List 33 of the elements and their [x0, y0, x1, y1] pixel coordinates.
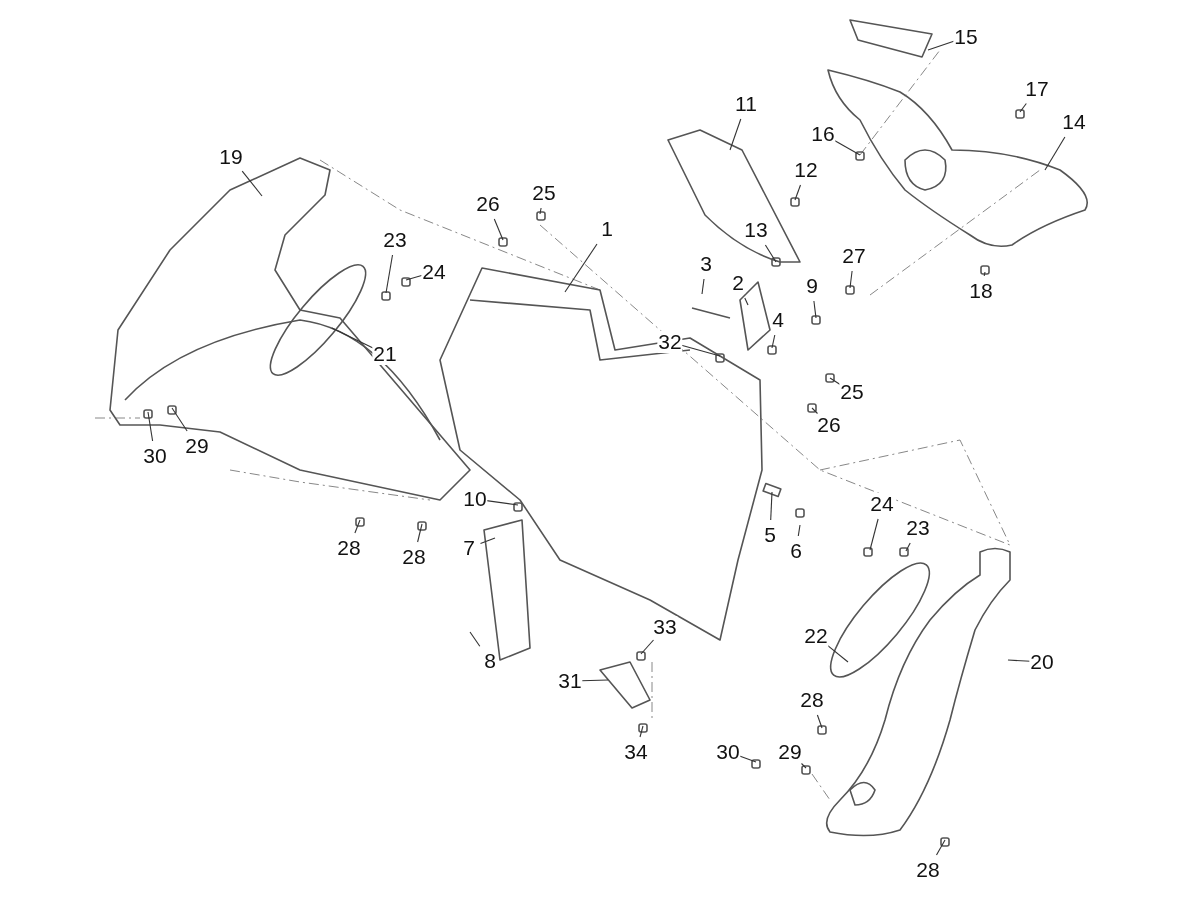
- callout-number: 32: [657, 331, 683, 353]
- leader-line: [469, 631, 481, 647]
- leader-line: [905, 542, 911, 552]
- leader-line: [811, 407, 819, 415]
- leader-line: [171, 407, 188, 432]
- leader-line: [640, 639, 655, 655]
- leader-line: [354, 519, 361, 534]
- leader-line: [935, 839, 946, 856]
- leader-line: [794, 184, 802, 201]
- leader-line: [816, 714, 823, 729]
- leader-line: [539, 207, 542, 215]
- leader-line: [701, 278, 705, 295]
- leader-line: [1044, 136, 1066, 171]
- leader-line: [385, 254, 394, 294]
- leader-line: [479, 537, 496, 545]
- leader-line: [770, 491, 773, 521]
- leader-line: [797, 524, 801, 537]
- leader-line: [813, 300, 817, 319]
- leader-line: [564, 243, 598, 293]
- leader-line: [1019, 102, 1027, 113]
- leader-line: [729, 118, 742, 151]
- leader-line: [493, 218, 504, 241]
- leader-line: [744, 297, 749, 306]
- leader-line: [869, 518, 879, 551]
- leader-line: [241, 170, 263, 197]
- leader-line: [983, 271, 986, 277]
- leader-line: [771, 334, 776, 349]
- leader-line: [764, 244, 777, 263]
- leader-line: [849, 270, 853, 289]
- leader-line: [147, 411, 154, 442]
- leader-line: [417, 523, 423, 543]
- leader-line: [800, 762, 807, 769]
- leader-line: [639, 725, 644, 738]
